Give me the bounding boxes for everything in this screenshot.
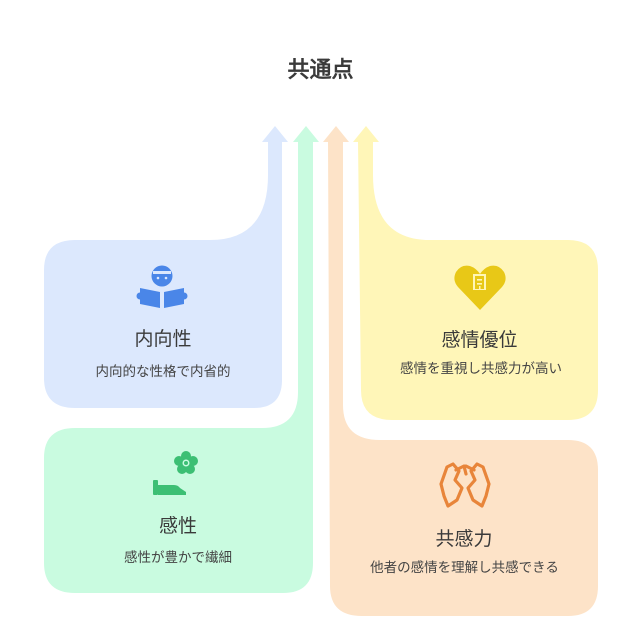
heart-icon: [454, 265, 506, 310]
empathy-desc: 他者の感情を理解し共感できる: [370, 560, 559, 576]
reader-icon: [136, 265, 188, 308]
sensitivity-desc: 感性が豊かで繊細: [124, 550, 232, 566]
introvert-desc: 内向的な性格で内省的: [95, 364, 231, 380]
flower-icon: [153, 451, 198, 495]
empathy-flow: [323, 126, 598, 616]
empathy-title: 共感力: [435, 528, 493, 550]
sensitivity-title: 感性: [158, 515, 197, 537]
hands-icon: [439, 462, 491, 508]
introvert-title: 内向性: [134, 328, 192, 350]
emotion-desc: 感情を重視し共感力が高い: [400, 361, 562, 377]
emotion-title: 感情優位: [441, 329, 518, 351]
sensitivity-flow: [44, 126, 319, 593]
diagram-title: 共通点: [287, 58, 354, 83]
